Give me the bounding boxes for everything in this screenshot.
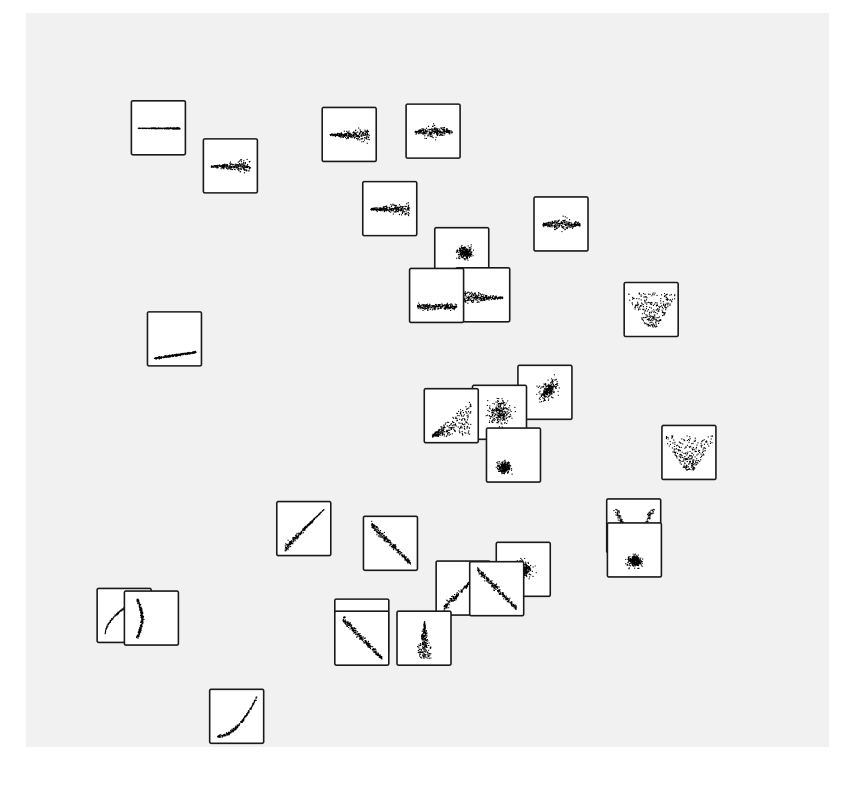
- scatterplot-glyph[interactable]: [408, 267, 465, 324]
- glyph-points: [370, 202, 411, 217]
- scatterplot-glyph[interactable]: [454, 266, 511, 323]
- glyph-points: [153, 350, 197, 360]
- glyph-frame: [485, 427, 542, 483]
- scatterplot-glyph[interactable]: [623, 281, 679, 338]
- glyph-points: [417, 621, 432, 659]
- glyph-points: [665, 435, 714, 471]
- glyph-points: [463, 290, 504, 304]
- glyph-frame: [623, 281, 679, 338]
- glyph-points: [370, 520, 412, 565]
- scatterplot-glyph[interactable]: [468, 560, 525, 617]
- glyph-points: [210, 158, 252, 174]
- scatterplot-glyph[interactable]: [208, 688, 265, 745]
- glyph-points: [542, 215, 581, 233]
- glyph-frame: [661, 424, 717, 481]
- scatterplot-glyph[interactable]: [146, 311, 203, 367]
- glyph-points: [477, 567, 517, 611]
- scatterplot-glyph[interactable]: [362, 515, 419, 572]
- glyph-points: [625, 553, 644, 570]
- scatterplot-glyph[interactable]: [202, 138, 259, 194]
- scatterplot-glyph[interactable]: [275, 500, 332, 557]
- scatterplot-glyph[interactable]: [361, 180, 418, 237]
- scatterplot-glyph[interactable]: [396, 610, 452, 666]
- scatterplot-glyph[interactable]: [423, 387, 480, 444]
- glyph-points: [416, 302, 458, 312]
- glyph-frame: [408, 267, 465, 324]
- glyph-points: [284, 509, 325, 552]
- scatterplot-glyph[interactable]: [661, 424, 717, 481]
- scatterplot-glyph[interactable]: [485, 427, 542, 483]
- glyph-points: [137, 126, 181, 130]
- glyph-frame: [208, 688, 265, 745]
- scatterplot-of-scatterplots: [26, 13, 829, 747]
- glyph-points: [455, 244, 475, 261]
- glyph-points: [536, 374, 560, 403]
- scatterplot-glyph[interactable]: [405, 103, 461, 159]
- glyph-points: [613, 508, 655, 547]
- glyph-points: [135, 598, 145, 639]
- glyph-points: [414, 123, 453, 141]
- scatterplot-glyph[interactable]: [606, 522, 663, 578]
- glyph-points: [628, 292, 676, 328]
- glyph-points: [431, 401, 472, 438]
- scatterplot-glyph[interactable]: [333, 610, 390, 666]
- scatterplot-glyph[interactable]: [321, 106, 378, 163]
- glyph-points: [495, 459, 513, 475]
- scatterplot-glyph[interactable]: [123, 590, 180, 646]
- glyph-frame: [606, 522, 663, 578]
- scatterplot-glyph[interactable]: [130, 99, 187, 156]
- plot-area: [26, 13, 829, 747]
- glyph-frame: [123, 590, 180, 646]
- glyph-points: [485, 397, 516, 428]
- glyph-points: [329, 127, 370, 144]
- scatterplot-glyph[interactable]: [533, 196, 589, 252]
